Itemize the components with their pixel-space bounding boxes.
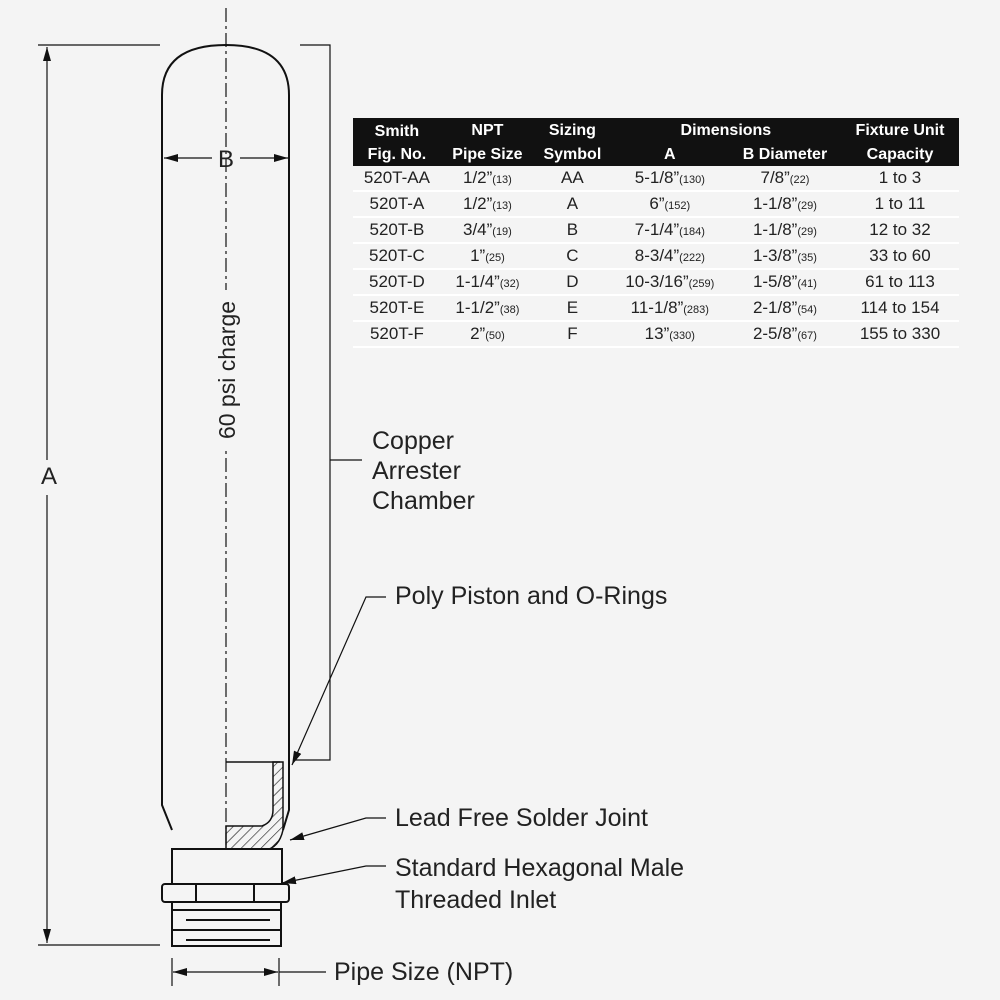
- cell-cap: 1 to 3: [841, 166, 959, 192]
- cell-cap: 61 to 113: [841, 269, 959, 296]
- cell-b: 1-3/8”(35): [728, 243, 841, 270]
- cell-b: 2-1/8”(54): [728, 295, 841, 322]
- cell-a: 6”(152): [610, 191, 729, 218]
- cell-npt: 1”(25): [440, 243, 535, 270]
- cell-cap: 114 to 154: [841, 295, 959, 322]
- cell-sym: F: [534, 321, 611, 348]
- cell-npt: 1/2”(13): [440, 166, 535, 192]
- cell-fig: 520T-B: [353, 217, 441, 244]
- fitting-body: [171, 848, 283, 885]
- cell-npt: 2”(50): [440, 321, 535, 348]
- cell-a: 10-3/16”(259): [610, 269, 729, 296]
- cell-a: 5-1/8”(130): [610, 166, 729, 192]
- dimension-b-label: B: [218, 146, 234, 173]
- cell-sym: D: [534, 269, 611, 296]
- dimension-a-label: A: [41, 463, 57, 490]
- callout-pipe-size: Pipe Size (NPT): [334, 958, 514, 986]
- cell-a: 11-1/8”(283): [610, 295, 729, 322]
- cell-fig: 520T-AA: [353, 166, 441, 192]
- cell-cap: 12 to 32: [841, 217, 959, 244]
- cell-fig: 520T-C: [353, 243, 441, 270]
- callout-solder: Lead Free Solder Joint: [395, 804, 648, 832]
- callout-chamber: Copper Arrester Chamber: [372, 427, 475, 515]
- cell-b: 2-5/8”(67): [728, 321, 841, 348]
- cell-npt: 1/2”(13): [440, 191, 535, 218]
- cell-a: 13”(330): [610, 321, 729, 348]
- cell-sym: E: [534, 295, 611, 322]
- cell-sym: AA: [534, 166, 611, 192]
- cell-fig: 520T-E: [353, 295, 441, 322]
- cell-sym: A: [534, 191, 611, 218]
- piston: [225, 761, 284, 851]
- chamber-bracket: [295, 44, 331, 761]
- cell-npt: 1-1/2”(38): [440, 295, 535, 322]
- cell-cap: 1 to 11: [841, 191, 959, 218]
- cell-b: 7/8”(22): [728, 166, 841, 192]
- cell-a: 7-1/4”(184): [610, 217, 729, 244]
- sizing-table: Smith NPT Sizing Dimensions Fixture Unit…: [353, 118, 959, 348]
- cell-b: 1-5/8”(41): [728, 269, 841, 296]
- cell-npt: 1-1/4”(32): [440, 269, 535, 296]
- callout-inlet: Standard Hexagonal Male Threaded Inlet: [395, 854, 685, 914]
- cell-cap: 33 to 60: [841, 243, 959, 270]
- cell-fig: 520T-A: [353, 191, 441, 218]
- cell-a: 8-3/4”(222): [610, 243, 729, 270]
- cell-fig: 520T-F: [353, 321, 441, 348]
- copper-chamber: [161, 43, 290, 831]
- callout-piston: Poly Piston and O-Rings: [395, 582, 668, 610]
- cell-fig: 520T-D: [353, 269, 441, 296]
- cell-sym: C: [534, 243, 611, 270]
- cell-cap: 155 to 330: [841, 321, 959, 348]
- cell-b: 1-1/8”(29): [728, 217, 841, 244]
- cell-b: 1-1/8”(29): [728, 191, 841, 218]
- hex-nut: [161, 883, 290, 903]
- charge-label: 60 psi charge: [214, 301, 240, 439]
- cell-sym: B: [534, 217, 611, 244]
- cell-npt: 3/4”(19): [440, 217, 535, 244]
